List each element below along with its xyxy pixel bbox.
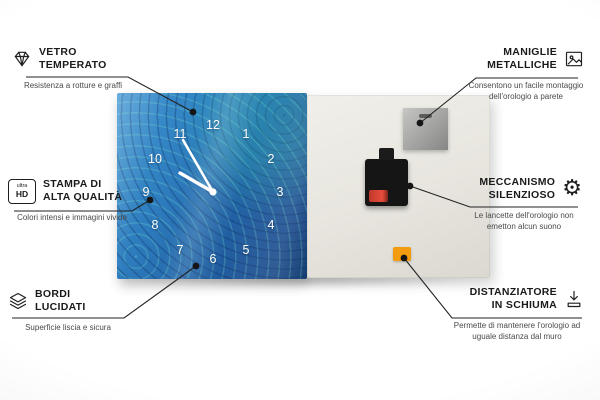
clock-mechanism xyxy=(365,148,408,206)
mechanism-hook xyxy=(379,148,394,160)
callout-title: BORDI LUCIDATI xyxy=(35,288,86,314)
callout-description: Resistenza a rotture e graffi xyxy=(23,81,123,91)
clock-numeral-7: 7 xyxy=(176,243,184,257)
callout-description: Colori intensi e immagini vivide xyxy=(17,213,127,223)
clock-numeral-12: 12 xyxy=(206,118,220,132)
callout-title: MECCANISMO SILENZIOSO xyxy=(479,176,556,202)
callout-silent-mechanism: MECCANISMO SILENZIOSO ⚙ Le lancette dell… xyxy=(466,176,582,233)
gear-icon: ⚙ xyxy=(562,176,582,202)
clock-numeral-10: 10 xyxy=(148,152,162,166)
callout-title: STAMPA DI ALTA QUALITÀ xyxy=(43,178,123,204)
callout-foam-spacer: DISTANZIATORE IN SCHIUMA Permette di man… xyxy=(450,286,584,343)
clock-numeral-2: 2 xyxy=(267,152,275,166)
spacer-arrow-icon xyxy=(564,289,584,309)
callout-description: Le lancette dell'orologio non emetton al… xyxy=(474,211,574,232)
ultra-hd-label-bottom: HD xyxy=(15,188,29,199)
ultra-hd-icon: ultra HD xyxy=(8,178,36,204)
clock-numeral-5: 5 xyxy=(242,243,250,257)
clock-numeral-8: 8 xyxy=(151,218,159,232)
callout-high-quality-print: ultra HD STAMPA DI ALTA QUALITÀ Colori i… xyxy=(8,178,136,224)
clock-numeral-3: 3 xyxy=(276,185,284,199)
clock-numeral-6: 6 xyxy=(209,252,217,266)
clock-numeral-9: 9 xyxy=(142,185,150,199)
battery xyxy=(369,190,388,202)
callout-polished-edges: BORDI LUCIDATI Superficie liscia e sicur… xyxy=(8,288,128,334)
clock-numeral-4: 4 xyxy=(267,218,275,232)
picture-frame-icon xyxy=(564,49,584,69)
ultra-hd-label-top: ultra xyxy=(16,183,28,190)
foam-spacer xyxy=(393,247,411,261)
clock-numeral-1: 1 xyxy=(242,127,250,141)
callout-title: MANIGLIE METALLICHE xyxy=(487,46,557,72)
diamond-icon xyxy=(12,49,32,69)
clock-numeral-11: 11 xyxy=(173,127,187,141)
callout-title: DISTANZIATORE IN SCHIUMA xyxy=(469,286,557,312)
clock-hands xyxy=(178,138,217,196)
clock-front-view: 12 1 2 3 4 5 6 7 8 9 10 11 xyxy=(117,93,307,279)
callout-title: VETRO TEMPERATO xyxy=(39,46,107,72)
callout-metal-hangers: MANIGLIE METALLICHE Consentono un facile… xyxy=(468,46,584,103)
callout-tempered-glass: VETRO TEMPERATO Resistenza a rotture e g… xyxy=(12,46,134,92)
clock-back-view xyxy=(307,95,490,278)
polished-edge-icon xyxy=(8,291,28,311)
callout-description: Consentono un facile montaggio dell'orol… xyxy=(468,81,584,102)
hanger-slot xyxy=(419,114,432,118)
metal-hanger-plate xyxy=(403,108,448,150)
callout-description: Permette di mantenere l'orologio ad ugua… xyxy=(453,321,581,342)
callout-description: Superficie liscia e sicura xyxy=(25,323,111,333)
